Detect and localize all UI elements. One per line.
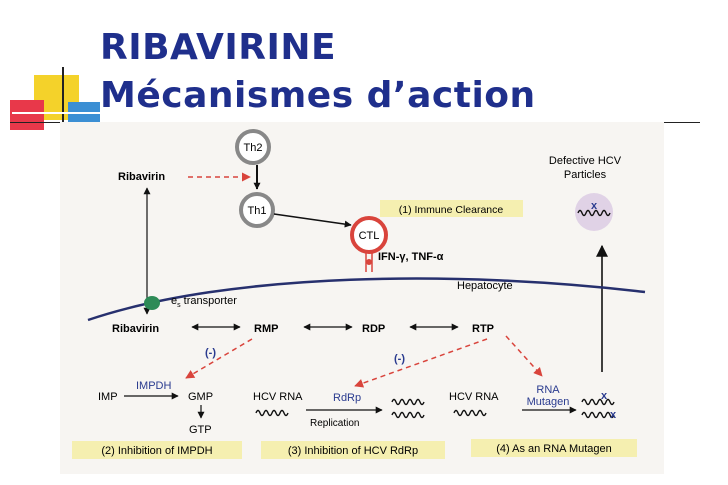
rtp-mutagen-arrow [505, 335, 543, 377]
hcv-rna-strand-2 [453, 409, 487, 417]
es-transporter-label: es transporter [171, 295, 237, 309]
rtp-inhibits-rdrp-arrow [354, 338, 488, 388]
th2-circle [235, 129, 271, 165]
es-transporter-sub: s [177, 302, 181, 309]
rdp-label: RDP [362, 323, 385, 335]
deco-red-square [10, 100, 44, 130]
th1-to-ctl-arrow [273, 213, 352, 228]
ribavirin-bottom-label: Ribavirin [112, 323, 159, 335]
mutation-mark-1: x [601, 390, 608, 402]
ribavirin-top-label: Ribavirin [118, 171, 165, 183]
gtp-label: GTP [189, 424, 212, 436]
imp-label: IMP [98, 391, 118, 403]
defective-label-line2: Particles [564, 169, 607, 181]
hepatocyte-label: Hepatocyte [457, 280, 513, 292]
es-transporter-prefix: e [171, 295, 177, 307]
defective-mutation-mark: x [591, 200, 598, 212]
hcv-rna-label-1: HCV RNA [253, 391, 303, 403]
deco-white-line [12, 112, 100, 114]
rtp-label: RTP [472, 323, 494, 335]
minus-label-left: (-) [205, 347, 216, 359]
mechanism-diagram: Th2 Th1 Ribavirin (1) Immune Clearance C… [60, 122, 664, 474]
title-line-1: RIBAVIRINE [100, 27, 337, 68]
immune-clearance-label: (1) Immune Clearance [399, 204, 504, 216]
diagram-svg: Th2 Th1 Ribavirin (1) Immune Clearance C… [72, 129, 646, 459]
th2-label: Th2 [244, 142, 263, 154]
rna-mutagen-label-line1: RNA [536, 384, 560, 396]
impdh-label: IMPDH [136, 380, 172, 392]
mutagen-box-label: (4) As an RNA Mutagen [496, 443, 612, 455]
mutagen-box [471, 439, 637, 457]
es-transporter-icon [144, 296, 160, 310]
cytokines-label: IFN-γ, TNF-α [378, 251, 444, 263]
immune-clearance-box [380, 200, 523, 217]
rmp-inhibits-impdh-arrow [185, 338, 253, 379]
defective-label-line1: Defective HCV [549, 155, 622, 167]
minus-label-right: (-) [394, 353, 405, 365]
rmp-label: RMP [254, 323, 278, 335]
impdh-box [72, 441, 242, 459]
rdrp-label: RdRp [333, 392, 361, 404]
rdrp-box [261, 441, 445, 459]
mutated-rna-1 [581, 398, 615, 406]
ctl-label: CTL [359, 230, 380, 242]
gmp-label: GMP [188, 391, 213, 403]
title-line-2: Mécanismes d’action [100, 75, 536, 116]
hcv-rna-strand-1 [255, 409, 289, 417]
es-transporter-suffix: transporter [181, 295, 238, 307]
replicated-rna-1 [391, 398, 425, 406]
replication-label: Replication [310, 418, 359, 429]
th1-circle [239, 192, 275, 228]
ctl-circle [350, 216, 388, 254]
impdh-box-label: (2) Inhibition of IMPDH [101, 445, 212, 457]
th1-label: Th1 [248, 205, 267, 217]
rdrp-box-label: (3) Inhibition of HCV RdRp [288, 445, 418, 457]
replicated-rna-2 [391, 411, 425, 419]
ctl-receptor-dot [366, 259, 372, 265]
rna-mutagen-label-line2: Mutagen [527, 396, 570, 408]
hcv-rna-label-2: HCV RNA [449, 391, 499, 403]
mutation-mark-2: x [610, 409, 617, 421]
